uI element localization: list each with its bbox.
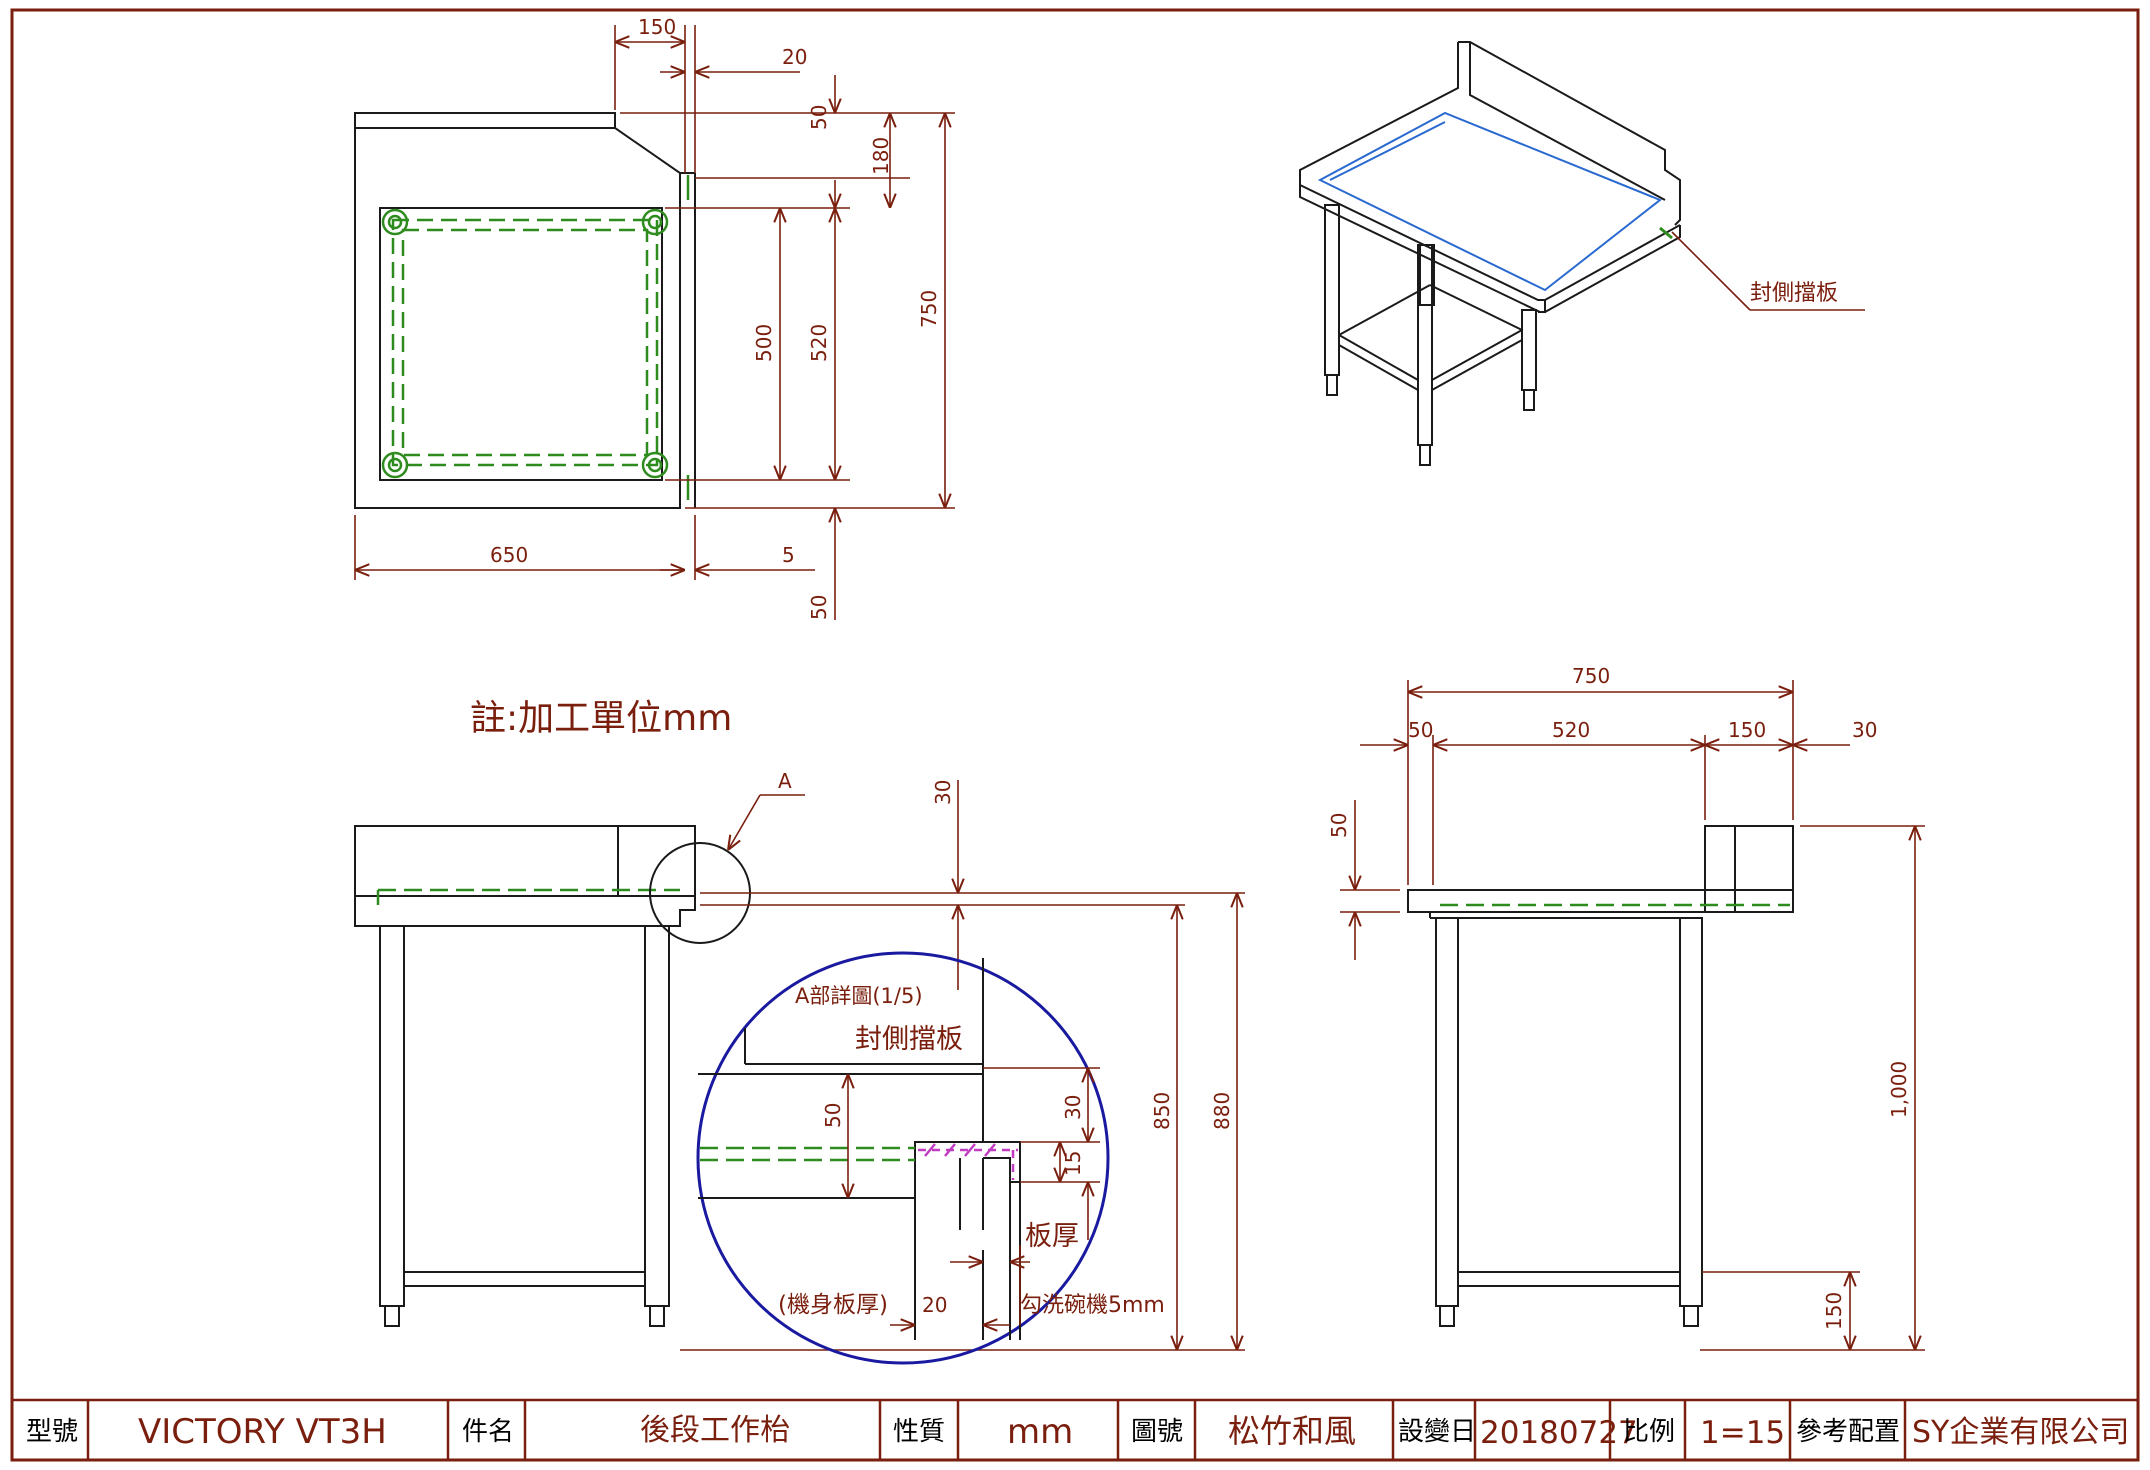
front-view (354, 825, 696, 1327)
detail-a-dimensions (848, 1067, 1100, 1325)
detail-a-side-panel-label: 封側擋板 (855, 1024, 963, 1055)
front-backsplash (354, 825, 696, 897)
revision-date-value: 20180727 (1480, 1415, 1638, 1451)
iso-side-panel-mark (1659, 226, 1673, 240)
side-leg (1679, 917, 1703, 1307)
model-label: 型號 (26, 1417, 78, 1447)
dim-20: 20 (782, 45, 807, 69)
dim-180: 180 (869, 137, 893, 175)
part-name-label: 件名 (462, 1417, 514, 1447)
side-dim-520: 520 (1552, 718, 1590, 742)
front-leg (379, 925, 405, 1307)
dim-650: 650 (490, 543, 528, 567)
dim-150: 150 (638, 15, 676, 39)
side-dim-50: 50 (1408, 718, 1433, 742)
detail-hook-label: 勾洗碗機5mm (1020, 1293, 1165, 1318)
units-note: 註:加工單位mm (470, 698, 732, 739)
dim-750: 750 (917, 290, 941, 328)
side-leg (1435, 917, 1459, 1307)
detail-a-hatch (918, 1143, 1018, 1180)
leg-circle (641, 451, 669, 479)
front-hidden-line (376, 888, 680, 905)
front-leg (644, 925, 670, 1307)
top-view-dim-text: 150 20 50 180 500 520 750 650 5 50 (490, 15, 941, 620)
title-block-text: 型號 VICTORY VT3H 件名 後段工作枱 性質 mm 圖號 松竹和風 設… (26, 1412, 2129, 1452)
dim-50-bottom: 50 (807, 595, 831, 620)
leg-circle (641, 208, 669, 236)
dim-520: 520 (807, 324, 831, 362)
dim-850: 850 (1150, 1092, 1174, 1130)
iso-top-outline (1299, 42, 1546, 313)
nature-label: 性質 (893, 1417, 945, 1447)
drawing-no-label: 圖號 (1131, 1417, 1183, 1447)
side-dim-750: 750 (1572, 664, 1610, 688)
top-view-outline (354, 112, 681, 509)
dim-50-top: 50 (807, 105, 831, 130)
detail-tag-a: A (778, 769, 792, 793)
detail-dim-50: 50 (821, 1103, 845, 1128)
detail-dim-30: 30 (1061, 1095, 1085, 1120)
top-view-dimensions (354, 25, 955, 620)
dim-500: 500 (752, 324, 776, 362)
scale-value: 1=15 (1700, 1415, 1785, 1451)
iso-side-panel-label: 封側擋板 (1750, 281, 1838, 306)
reference-layout-label: 參考配置 (1796, 1417, 1900, 1447)
detail-body-thickness-label: (機身板厚) (778, 1292, 888, 1318)
side-dim-150: 150 (1728, 718, 1766, 742)
dim-30-front: 30 (931, 780, 955, 805)
company-name: SY企業有限公司 (1912, 1415, 2129, 1450)
detail-thickness-label: 板厚 (1025, 1221, 1079, 1252)
iso-leader (1671, 231, 1865, 311)
model-value: VICTORY VT3H (138, 1412, 387, 1452)
part-name-value: 後段工作枱 (640, 1413, 790, 1448)
iso-leg (1521, 309, 1537, 391)
side-view-dimensions (1340, 680, 1925, 1351)
iso-leg (1324, 204, 1340, 376)
nature-value: mm (1007, 1412, 1073, 1452)
detail-dim-15: 15 (1061, 1151, 1085, 1176)
leg-circle (381, 208, 409, 236)
detail-a-hidden-line (700, 1146, 915, 1162)
revision-date-label: 設變日 (1398, 1417, 1476, 1447)
isometric-view (1299, 41, 1681, 466)
detail-a-leader (728, 794, 805, 850)
dim-5: 5 (782, 543, 795, 567)
side-dim-50-vertical: 50 (1327, 813, 1351, 838)
leg-circle (381, 451, 409, 479)
title-block (10, 1398, 2140, 1462)
detail-dim-20: 20 (922, 1293, 947, 1317)
side-view (1407, 825, 1794, 1327)
side-dim-150-vertical: 150 (1822, 1292, 1846, 1330)
iso-edge-highlight (1317, 111, 1662, 292)
dim-880: 880 (1210, 1092, 1234, 1130)
side-backsplash (1704, 825, 1794, 913)
drawing-no-value: 松竹和風 (1228, 1412, 1356, 1450)
scale-label: 比例 (1623, 1417, 1675, 1447)
front-view-dimensions (680, 780, 1245, 1351)
detail-a-geometry (698, 958, 1021, 1340)
detail-a-circle (696, 951, 1110, 1365)
top-view (354, 112, 696, 509)
top-view-hidden-frame (381, 175, 690, 500)
side-dim-1000: 1,000 (1887, 1061, 1911, 1118)
detail-a-title: A部詳圖(1/5) (795, 984, 923, 1008)
side-dim-30: 30 (1852, 718, 1877, 742)
top-view-opening (379, 207, 663, 481)
